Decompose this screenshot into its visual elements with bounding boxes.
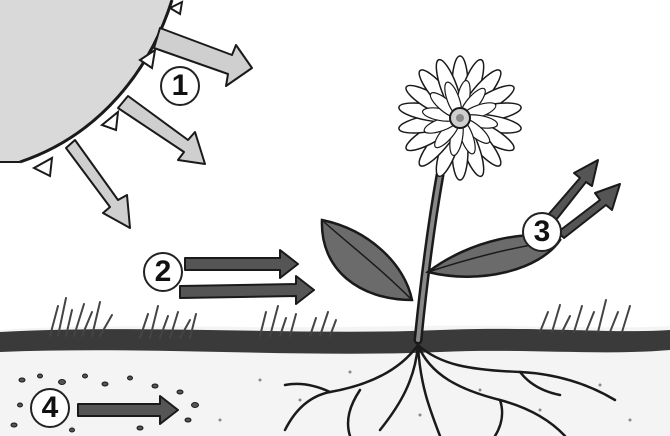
flower-icon <box>398 56 523 180</box>
label-3: 3 <box>522 212 562 252</box>
sun-icon <box>0 0 182 176</box>
label-1: 1 <box>160 66 200 106</box>
label-2: 2 <box>143 252 183 292</box>
air-arrow-icon <box>180 250 314 304</box>
label-4: 4 <box>30 388 70 428</box>
